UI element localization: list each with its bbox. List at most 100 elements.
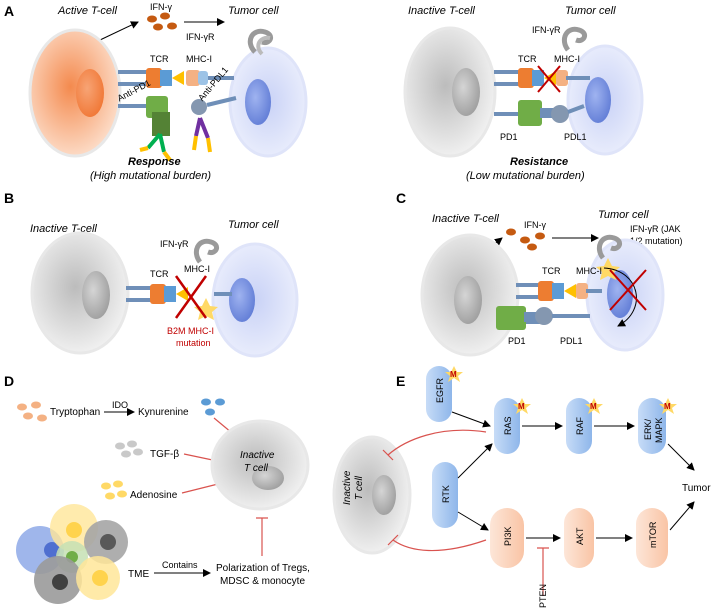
pdl1-ligand-a2 (551, 105, 569, 123)
adenosine-label: Adenosine (130, 490, 178, 501)
tryptophan-label: Tryptophan (50, 407, 100, 418)
adenosine-molecules (101, 480, 127, 500)
b2m-loss-cross (174, 275, 208, 319)
tumor-cell-label-b: Tumor cell (228, 219, 279, 231)
mhc-label-a2: MHC-I (554, 54, 580, 64)
inactive-tcell-label-a: Inactive T-cell (408, 5, 475, 17)
polarization-label-2: MDSC & monocyte (220, 576, 305, 587)
response-sublabel: (High mutational burden) (90, 170, 211, 182)
tryptophan-molecules (17, 401, 47, 422)
pdl1-label-c: PDL1 (560, 336, 583, 346)
pd1-receptor-a2 (518, 100, 542, 126)
panel-letter-d: D (4, 373, 14, 389)
ifn-gamma-r-label-a2: IFN-γR (532, 25, 561, 35)
inactive-tcell-label-d-2: T cell (244, 463, 269, 474)
resistance-label: Resistance (510, 156, 568, 168)
signaling-blocked-cross (609, 269, 647, 311)
svg-text:M: M (518, 402, 525, 411)
egfr-node (426, 366, 452, 422)
pten-inhibition (537, 547, 549, 596)
panel-a: A Active T-cell Tumor cell IFN-γ IFN-γR (4, 2, 644, 182)
ras-mutation-star-icon: M (513, 398, 531, 414)
polarization-inhibition (256, 517, 268, 556)
signal-arrow-c (603, 267, 637, 327)
ras-inhibition (387, 429, 487, 456)
rtk-node (432, 462, 458, 528)
arrow-tcell-to-ifng (99, 21, 139, 41)
active-tcell (28, 28, 122, 158)
panel-letter-a: A (4, 3, 14, 19)
response-label: Response (128, 156, 181, 168)
pdl1-label-a2: PDL1 (564, 132, 587, 142)
egfr-label: EGFR (435, 377, 445, 403)
raf-mutation-star-icon: M (585, 398, 603, 414)
raf-label: RAF (575, 416, 585, 435)
inactive-tcell-label-d-1: Inactive (240, 450, 275, 461)
egfr-mutation-star-icon: M (445, 366, 463, 382)
tcr-mhc-complex-a2 (494, 68, 590, 88)
kynurenine-label: Kynurenine (138, 407, 189, 418)
ifn-gamma-r-jak-label-1: IFN-γR (JAK (630, 224, 681, 234)
b2m-mutation-label-2: mutation (176, 338, 211, 348)
pi3k-inhibition (392, 539, 487, 552)
ido-label: IDO (112, 400, 128, 410)
ifn-gamma-label-a: IFN-γ (150, 2, 172, 12)
panel-letter-c: C (396, 190, 406, 206)
ifn-gamma-molecules-c (506, 228, 545, 251)
contains-label: Contains (162, 560, 198, 570)
b2m-mutation-label-1: B2M MHC-I (167, 326, 214, 336)
ifn-gamma-receptor-icon (247, 28, 274, 54)
ifn-gamma-r-label-b: IFN-γR (160, 239, 189, 249)
panel-d: D Tryptophan IDO Kynurenine TGF-β (4, 373, 310, 604)
inactive-tcell-label-e-1: Inactive (342, 470, 353, 505)
tcr-label-c: TCR (542, 266, 561, 276)
pdl1-ligand-c (535, 307, 553, 325)
tme-cell-cluster (16, 504, 128, 604)
kynurenine-molecules (201, 398, 225, 416)
mhc-label-b: MHC-I (184, 264, 210, 274)
inactive-tcell-label-c: Inactive T-cell (432, 213, 499, 225)
raf-node (566, 398, 592, 454)
tumor-label-e: Tumor (682, 483, 711, 494)
tcr-label-a: TCR (150, 54, 169, 64)
active-tcell-label: Active T-cell (57, 5, 117, 17)
polarization-label-1: Polarization of Tregs, (216, 563, 310, 574)
mhc-label-a: MHC-I (186, 54, 212, 64)
tcr-mhc-complex-a (118, 68, 234, 88)
ifn-gamma-r-jak-label-2: 1/2 mutation) (630, 236, 683, 246)
svg-text:M: M (590, 402, 597, 411)
pi3k-node (490, 508, 524, 568)
ifn-gamma-label-c: IFN-γ (524, 220, 546, 230)
panel-c: C Inactive T-cell Tumor cell IFN-γ IFN-γ… (396, 190, 683, 357)
ifn-gamma-receptor-icon-b (194, 238, 220, 264)
tumor-cell-label-c: Tumor cell (598, 209, 649, 221)
mhc-label-c: MHC-I (576, 266, 602, 276)
ras-node (494, 398, 520, 454)
pi3k-label: PI3K (503, 526, 513, 546)
pdl1-ligand-a (191, 99, 207, 115)
mhc-loss-cross (537, 65, 561, 93)
inactive-tcell-d (210, 419, 310, 511)
tcell-nucleus (76, 69, 104, 117)
svg-text:M: M (450, 370, 457, 379)
mtor-node (636, 508, 668, 568)
erk-label-2: MAPK (654, 417, 664, 443)
erk-mapk-node (638, 398, 666, 454)
pd1-receptor-c (496, 306, 526, 330)
tme-label: TME (128, 569, 149, 580)
panel-letter-b: B (4, 190, 14, 206)
pd1-label-a2: PD1 (500, 132, 518, 142)
pten-label: PTEN (538, 584, 548, 608)
tgfb-label: TGF-β (150, 449, 179, 460)
ifn-gamma-r-label-a: IFN-γR (186, 32, 215, 42)
panel-letter-e: E (396, 373, 405, 389)
ifn-gamma-receptor-icon-c (597, 234, 623, 260)
pd1-label-c: PD1 (508, 336, 526, 346)
rtk-label: RTK (441, 485, 451, 503)
tcr-mhc-complex-c (516, 281, 602, 301)
tumor-cell-label-a: Tumor cell (228, 5, 279, 17)
inactive-tcell-b (30, 231, 130, 355)
panel-e: E Inactive T cell EGFR RTK RAS RAF ERK/ … (332, 366, 711, 608)
